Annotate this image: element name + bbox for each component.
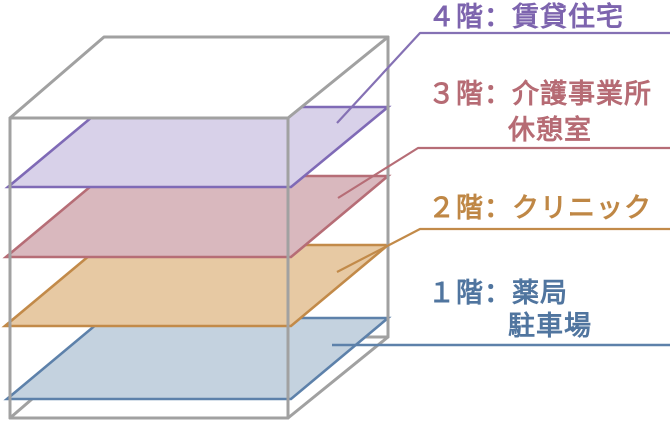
- leader-line-4f: [336, 31, 670, 124]
- floor-label-4f: ４階：賃貸住宅: [428, 1, 624, 32]
- floor-label-3f-line1: ３階：介護事業所: [428, 78, 652, 109]
- floor-label-1f-line1: １階：薬局: [428, 278, 568, 308]
- leader-line-3f: [337, 146, 670, 199]
- floor-label-1f-line2: 駐車場: [508, 311, 592, 341]
- floor-label-2f: ２階：クリニック: [428, 193, 652, 223]
- floor-label-3f-line2: 休憩室: [507, 114, 592, 145]
- leader-line-2f: [336, 227, 670, 273]
